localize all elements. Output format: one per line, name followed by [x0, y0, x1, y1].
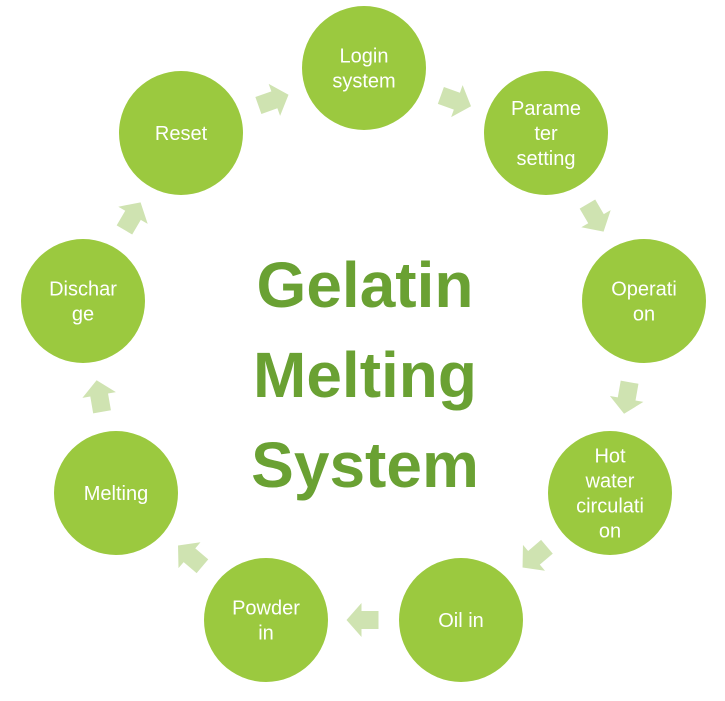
step-circle: [399, 558, 523, 682]
step-label-line: Dischar: [49, 279, 117, 301]
step-label-line: Hot: [594, 446, 626, 468]
step-node-hot-water-circulation: Hot water circulati on: [548, 431, 672, 555]
step-circle: [204, 558, 328, 682]
step-node-reset: Reset: [119, 71, 243, 195]
step-circle: [548, 431, 672, 555]
step-label-line: system: [332, 71, 395, 93]
arrow-right-icon: [82, 380, 116, 414]
step-node-parameter-setting: Parame ter setting: [484, 71, 608, 195]
arrow-right-icon: [116, 202, 148, 235]
step-label-line: Reset: [155, 123, 208, 145]
step-label-line: in: [258, 623, 274, 645]
step-node-operation: Operati on: [582, 239, 706, 363]
step-circle: [21, 239, 145, 363]
step-label-line: on: [599, 521, 621, 543]
title-line-2: Melting: [253, 339, 477, 411]
step-label-line: Login: [340, 46, 389, 68]
arrow-right-icon: [579, 199, 611, 232]
title-line-3: System: [251, 429, 479, 501]
title-line-1: Gelatin: [257, 249, 474, 321]
step-label-line: Melting: [84, 483, 148, 505]
step-circle: [302, 6, 426, 130]
arrow-right-icon: [255, 83, 289, 116]
step-circle: [582, 239, 706, 363]
step-label-line: ter: [534, 123, 558, 145]
step-label-line: ge: [72, 304, 94, 326]
step-circle: [119, 71, 243, 195]
step-node-discharge: Dischar ge: [21, 239, 145, 363]
step-node-melting: Melting: [54, 431, 178, 555]
step-label-line: Operati: [611, 279, 677, 301]
step-label-line: Powder: [232, 598, 300, 620]
step-label-line: Parame: [511, 98, 581, 120]
step-node-powder-in: Powder in: [204, 558, 328, 682]
step-label-line: circulati: [576, 496, 644, 518]
arrow-right-icon: [522, 539, 553, 571]
step-label-line: on: [633, 304, 655, 326]
step-circle: [54, 431, 178, 555]
step-circle: [484, 71, 608, 195]
step-label-line: Oil in: [438, 610, 484, 632]
arrow-right-icon: [609, 380, 644, 414]
cycle-arrows: [82, 83, 644, 637]
arrow-right-icon: [178, 542, 209, 574]
step-label-line: setting: [517, 148, 576, 170]
step-node-oil-in: Oil in: [399, 558, 523, 682]
center-title: Gelatin Melting System: [251, 249, 479, 501]
step-node-login-system: Login system: [302, 6, 426, 130]
cycle-nodes: LoginsystemParametersettingOperationHotw…: [21, 6, 706, 682]
arrow-right-icon: [346, 603, 379, 637]
arrow-right-icon: [437, 85, 472, 118]
step-label-line: water: [585, 471, 635, 493]
